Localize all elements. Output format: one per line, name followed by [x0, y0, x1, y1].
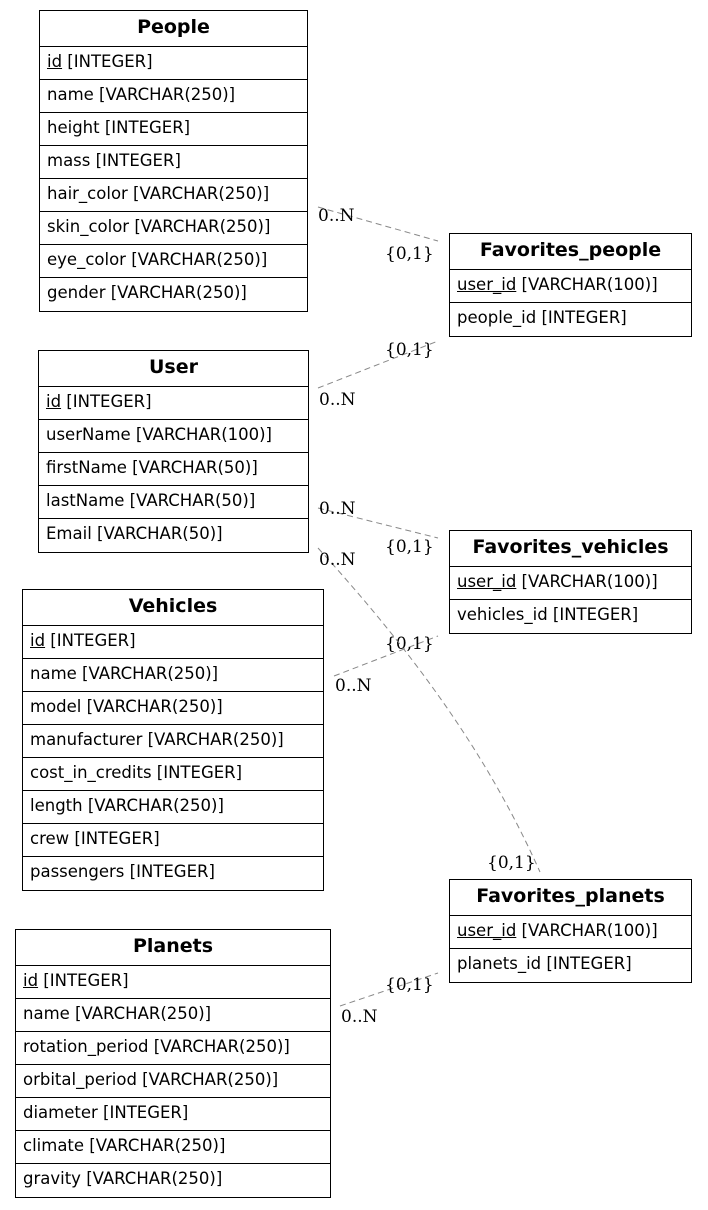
attribute-type: [INTEGER] — [45, 631, 136, 650]
primary-key-name: id — [23, 971, 39, 990]
relationship-people-favorites-people: 0..N {0,1} — [317, 206, 439, 264]
attribute-row: name [VARCHAR(250)] — [16, 999, 330, 1032]
primary-key-name: id — [46, 392, 62, 411]
cardinality-one-label: {0,1} — [385, 340, 434, 360]
relationship-line — [317, 507, 439, 539]
attribute-row: hair_color [VARCHAR(250)] — [40, 179, 307, 212]
entity-favorites-vehicles: Favorites_vehicles user_id [VARCHAR(100)… — [449, 530, 692, 634]
cardinality-many-label: 0..N — [319, 499, 356, 519]
cardinality-one-label: {0,1} — [385, 244, 434, 264]
attribute-row: id [INTEGER] — [23, 626, 323, 659]
primary-key-name: id — [47, 52, 63, 71]
cardinality-one-label: {0,1} — [385, 634, 434, 654]
entity-favorites-planets: Favorites_planets user_id [VARCHAR(100)]… — [449, 879, 692, 983]
attribute-type: [VARCHAR(100)] — [516, 275, 658, 294]
relationship-line — [317, 206, 439, 242]
primary-key-name: user_id — [457, 921, 517, 940]
entity-title: People — [40, 11, 307, 47]
attribute-row: planets_id [INTEGER] — [457, 954, 632, 973]
cardinality-many-label: 0..N — [319, 390, 356, 410]
attribute-row: crew [INTEGER] — [23, 824, 323, 857]
entity-user: User id [INTEGER] userName [VARCHAR(100)… — [38, 350, 309, 553]
cardinality-one-label: {0,1} — [487, 853, 536, 873]
attribute-row: lastName [VARCHAR(50)] — [39, 486, 308, 519]
attribute-row: user_id [VARCHAR(100)] — [450, 916, 691, 949]
attribute-row: vehicles_id [INTEGER] — [457, 605, 639, 624]
attribute-row: id [INTEGER] — [40, 47, 307, 80]
relationship-line — [339, 972, 439, 1007]
attribute-row: name [VARCHAR(250)] — [23, 659, 323, 692]
entity-title: Vehicles — [23, 590, 323, 626]
relationship-line — [333, 635, 439, 677]
attribute-row: firstName [VARCHAR(50)] — [39, 453, 308, 486]
attribute-row: rotation_period [VARCHAR(250)] — [16, 1032, 330, 1065]
attribute-row: userName [VARCHAR(100)] — [39, 420, 308, 453]
relationship-line — [317, 547, 541, 873]
entity-favorites-people: Favorites_people user_id [VARCHAR(100)] … — [449, 233, 692, 337]
attribute-row: model [VARCHAR(250)] — [23, 692, 323, 725]
relationship-vehicles-favorites-vehicles: 0..N {0,1} — [333, 634, 439, 696]
attribute-row: people_id [INTEGER] — [457, 308, 627, 327]
attribute-row: length [VARCHAR(250)] — [23, 791, 323, 824]
attribute-row: gravity [VARCHAR(250)] — [23, 1169, 223, 1188]
attribute-row: climate [VARCHAR(250)] — [16, 1131, 330, 1164]
attribute-row: gender [VARCHAR(250)] — [47, 283, 247, 302]
attribute-row: eye_color [VARCHAR(250)] — [40, 245, 307, 278]
cardinality-many-label: 0..N — [341, 1007, 378, 1027]
cardinality-one-label: {0,1} — [385, 537, 434, 557]
cardinality-one-label: {0,1} — [385, 975, 434, 995]
attribute-row: height [INTEGER] — [40, 113, 307, 146]
attribute-row: Email [VARCHAR(50)] — [46, 524, 223, 543]
attribute-row: passengers [INTEGER] — [30, 862, 215, 881]
attribute-type: [VARCHAR(100)] — [516, 921, 658, 940]
attribute-row: user_id [VARCHAR(100)] — [450, 567, 691, 600]
entity-title: Favorites_vehicles — [450, 531, 691, 567]
attribute-row: cost_in_credits [INTEGER] — [23, 758, 323, 791]
attribute-row: orbital_period [VARCHAR(250)] — [16, 1065, 330, 1098]
attribute-row: skin_color [VARCHAR(250)] — [40, 212, 307, 245]
attribute-row: user_id [VARCHAR(100)] — [450, 270, 691, 303]
attribute-row: manufacturer [VARCHAR(250)] — [23, 725, 323, 758]
entity-title: User — [39, 351, 308, 387]
cardinality-many-label: 0..N — [318, 206, 355, 226]
attribute-row: name [VARCHAR(250)] — [40, 80, 307, 113]
entity-vehicles: Vehicles id [INTEGER] name [VARCHAR(250)… — [22, 589, 324, 891]
cardinality-many-label: 0..N — [319, 550, 356, 570]
entity-title: Favorites_planets — [450, 880, 691, 916]
attribute-row: id [INTEGER] — [16, 966, 330, 999]
attribute-type: [INTEGER] — [61, 392, 152, 411]
cardinality-many-label: 0..N — [335, 676, 372, 696]
relationship-planets-favorites-planets: 0..N {0,1} — [339, 972, 439, 1027]
entity-planets: Planets id [INTEGER] name [VARCHAR(250)]… — [15, 929, 331, 1198]
entity-title: Favorites_people — [450, 234, 691, 270]
attribute-type: [INTEGER] — [62, 52, 153, 71]
primary-key-name: user_id — [457, 275, 517, 294]
relationship-user-favorites-people: 0..N {0,1} — [317, 340, 439, 410]
primary-key-name: id — [30, 631, 46, 650]
relationship-user-favorites-planets: 0..N {0,1} — [317, 547, 541, 873]
attribute-row: diameter [INTEGER] — [16, 1098, 330, 1131]
entity-title: Planets — [16, 930, 330, 966]
attribute-type: [VARCHAR(100)] — [516, 572, 658, 591]
attribute-row: id [INTEGER] — [39, 387, 308, 420]
attribute-row: mass [INTEGER] — [40, 146, 307, 179]
attribute-type: [INTEGER] — [38, 971, 129, 990]
primary-key-name: user_id — [457, 572, 517, 591]
relationship-line — [317, 340, 439, 389]
relationship-user-favorites-vehicles: 0..N {0,1} — [317, 499, 439, 557]
entity-people: People id [INTEGER] name [VARCHAR(250)] … — [39, 10, 308, 312]
